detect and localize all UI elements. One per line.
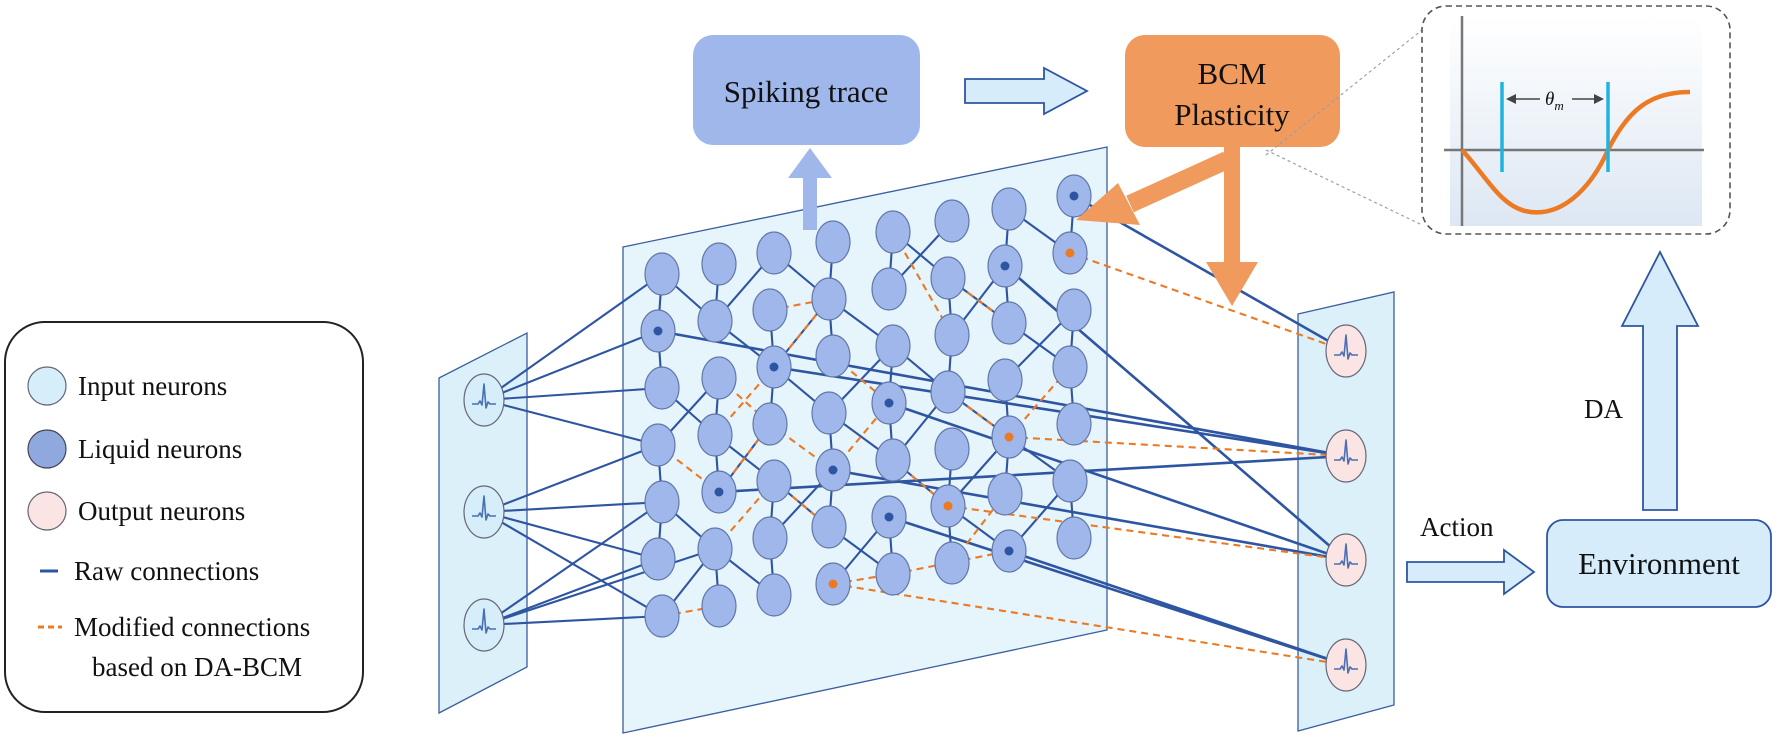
liquid-neuron <box>752 288 788 332</box>
output-neuron <box>1325 638 1367 692</box>
right-arrow-to-bcm <box>964 66 1089 116</box>
bcm-curve <box>1460 89 1691 215</box>
output-neuron <box>1325 324 1367 378</box>
bcm-curve-inset: θm <box>1265 5 1731 235</box>
connection-dot <box>714 487 724 497</box>
network <box>438 146 1395 734</box>
liquid-neuron <box>875 324 911 368</box>
liquid-neuron <box>811 391 847 435</box>
legend-liquid-swatch <box>27 429 67 469</box>
liquid-neuron <box>644 252 680 296</box>
legend: Input neurons Liquid neurons Output neur… <box>4 321 364 713</box>
legend-modified-label-1: Modified connections <box>74 612 310 642</box>
liquid-neuron <box>987 472 1023 516</box>
output-neuron <box>1325 533 1367 587</box>
liquid-neuron <box>815 220 851 264</box>
liquid-neuron <box>644 594 680 638</box>
legend-output-label: Output neurons <box>78 496 245 526</box>
action-label: Action <box>1420 512 1494 542</box>
connection-dot <box>769 362 779 372</box>
liquid-neuron <box>991 187 1027 231</box>
connection-dot <box>1004 546 1014 556</box>
connection-dot <box>653 326 663 336</box>
spiking-trace-label: Spiking trace <box>724 74 888 109</box>
liquid-neuron <box>930 256 966 300</box>
connection-dot <box>1004 432 1014 442</box>
legend-input-label: Input neurons <box>78 371 227 401</box>
liquid-neuron <box>640 537 676 581</box>
connection-dot <box>828 579 838 589</box>
liquid-neuron <box>934 199 970 243</box>
liquid-neuron <box>875 438 911 482</box>
connection-dot <box>943 501 953 511</box>
connection-dots <box>653 191 1079 589</box>
liquid-neuron <box>756 459 792 503</box>
liquid-neuron <box>875 210 911 254</box>
liquid-neuron <box>1056 402 1092 446</box>
liquid-neuron <box>644 480 680 524</box>
connection-dot <box>884 398 894 408</box>
liquid-neuron <box>1056 516 1092 560</box>
liquid-neuron <box>871 267 907 311</box>
legend-liquid-label: Liquid neurons <box>78 434 242 464</box>
bcm-to-liquid-arrow-shaft <box>1126 151 1231 213</box>
input-neuron <box>463 373 505 427</box>
liquid-neuron <box>701 242 737 286</box>
environment-label: Environment <box>1578 546 1740 581</box>
bcm-to-output-arrow <box>1206 147 1258 306</box>
bcm-label-1: BCM <box>1198 56 1267 91</box>
liquid-neuron <box>644 366 680 410</box>
liquid-neuron <box>756 231 792 275</box>
liquid-neuron <box>987 358 1023 402</box>
connection-dot <box>884 512 894 522</box>
legend-input-swatch <box>27 366 67 406</box>
liquid-neuron <box>701 356 737 400</box>
liquid-neuron <box>697 527 733 571</box>
legend-raw-label: Raw connections <box>74 556 259 586</box>
connection-dot <box>828 465 838 475</box>
liquid-neuron <box>875 552 911 596</box>
liquid-neuron <box>701 584 737 628</box>
bcm-plasticity-box: BCM Plasticity <box>1125 35 1340 147</box>
liquid-neuron <box>1052 459 1088 503</box>
liquid-neuron <box>811 505 847 549</box>
da-arrow <box>1620 250 1700 511</box>
liquid-neuron <box>752 402 788 446</box>
up-arrow-to-spiking <box>788 148 832 230</box>
input-neuron <box>463 485 505 539</box>
liquid-neuron <box>1052 345 1088 389</box>
output-layer-panel <box>1297 291 1395 732</box>
liquid-neuron <box>815 334 851 378</box>
legend-modified-label-2: based on DA-BCM <box>92 652 302 682</box>
liquid-neuron <box>697 413 733 457</box>
environment-box: Environment <box>1546 519 1772 608</box>
connection-dot <box>1065 248 1075 258</box>
theta-label: θm <box>1545 89 1564 113</box>
input-neuron <box>463 598 505 652</box>
liquid-neuron <box>1056 288 1092 332</box>
liquid-neuron <box>811 277 847 321</box>
spiking-trace-box: Spiking trace <box>693 35 920 145</box>
liquid-neuron <box>991 301 1027 345</box>
output-neuron <box>1325 429 1367 483</box>
liquid-neuron <box>934 427 970 471</box>
liquid-neuron <box>640 423 676 467</box>
liquid-neuron <box>930 370 966 414</box>
liquid-neuron <box>934 313 970 357</box>
bcm-label-2: Plasticity <box>1174 97 1290 132</box>
liquid-neuron <box>752 516 788 560</box>
liquid-neuron <box>697 299 733 343</box>
liquid-neuron <box>934 541 970 585</box>
da-label: DA <box>1584 394 1623 424</box>
legend-output-swatch <box>27 491 67 531</box>
connection-dot <box>1000 261 1010 271</box>
action-arrow <box>1406 548 1536 596</box>
connection-dot <box>1069 191 1079 201</box>
liquid-neuron <box>756 573 792 617</box>
bcm-to-liquid-arrowhead <box>1076 183 1140 225</box>
